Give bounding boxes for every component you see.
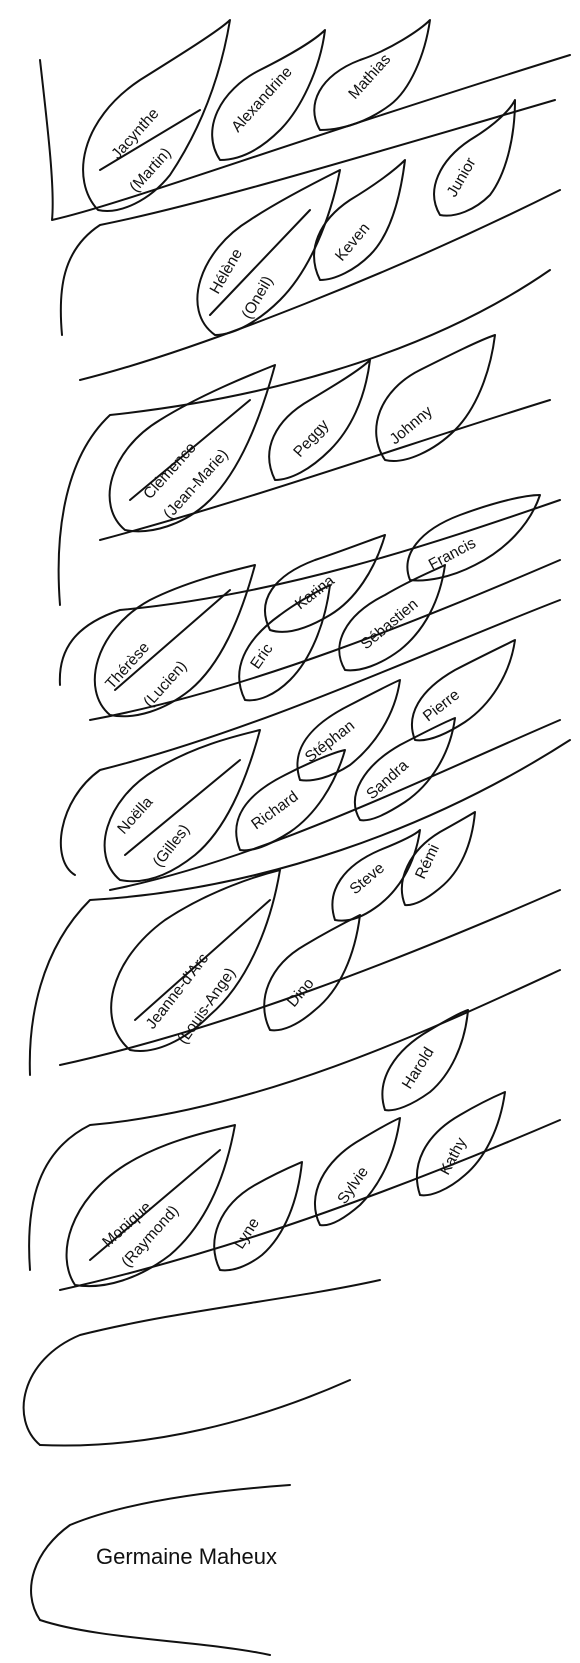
leaf-dino: [264, 915, 360, 1030]
name-richard: Richard: [248, 788, 301, 833]
leaf-lyne: [214, 1162, 302, 1270]
branch-6-base: [60, 890, 560, 1065]
branch-7-line: [29, 970, 560, 1270]
leaf-pierre: [412, 640, 515, 740]
name-johnny: Johnny: [387, 403, 436, 448]
branch-5-line: [61, 600, 560, 875]
branch-6-line: [30, 740, 570, 1075]
branch-2-base: [80, 190, 560, 380]
leaf-junior: [434, 100, 515, 216]
leaf-therese: [95, 565, 255, 716]
base-leaf-lower-tail: [40, 1620, 270, 1655]
names: Jacynthe (Martin) Alexandrine Mathias Hé…: [96, 51, 480, 1569]
name-sebastien: Sébastien: [358, 596, 422, 653]
name-oneil: (Oneil): [239, 273, 277, 322]
name-mathias: Mathias: [345, 51, 394, 103]
name-junior: Junior: [444, 155, 480, 200]
leaf-francis: [407, 495, 540, 580]
name-dino: Dino: [284, 975, 318, 1010]
name-therese: Thérèse: [102, 639, 153, 693]
name-root: Germaine Maheux: [96, 1544, 277, 1569]
base-leaf-upper-lower: [40, 1380, 350, 1446]
leaf-eric: [239, 585, 330, 700]
name-stephan: Stéphan: [302, 717, 358, 766]
leaf-noella: [105, 730, 260, 881]
name-martin: (Martin): [126, 145, 174, 196]
name-sylvie: Sylvie: [334, 1164, 372, 1208]
name-lyne: Lyne: [231, 1215, 263, 1252]
name-kathy: Kathy: [437, 1135, 471, 1178]
name-karina: Karina: [292, 572, 338, 613]
name-harold: Harold: [399, 1044, 438, 1092]
leaf-monique: [67, 1125, 235, 1286]
base-leaf-upper: [24, 1280, 380, 1445]
name-eric: Eric: [247, 640, 276, 672]
